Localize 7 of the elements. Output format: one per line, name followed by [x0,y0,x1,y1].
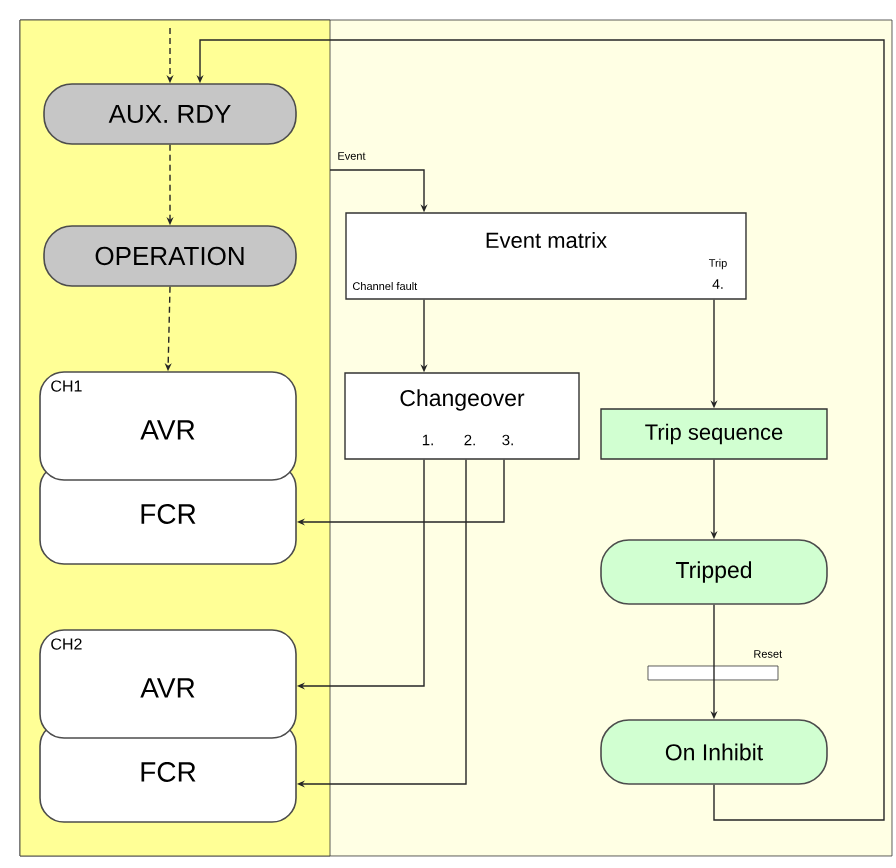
state-pill: Tripped [600,539,828,605]
controller-box: CH1 AVR [39,371,297,481]
state-pill: AUX. RDY [43,83,297,145]
state-pill: OPERATION [43,225,297,287]
controller-box: CH2 AVR [39,629,297,739]
state-pill: On Inhibit [600,719,828,785]
process-box: Trip sequence [600,408,828,460]
